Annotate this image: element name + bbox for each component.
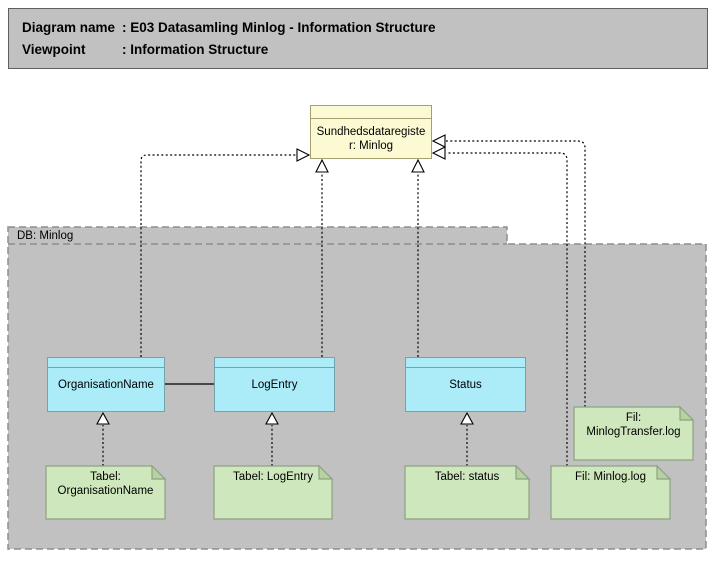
group-db-minlog-shape[interactable] [7,226,707,550]
arrowhead-into-business-bottom-right [411,158,425,173]
note-tabel-status-shape[interactable] [404,464,531,520]
note-fil-minlogtransfer-log-label: Fil: MinlogTransfer.log [586,412,681,438]
viewpoint-row: Viewpoint : Information Structure [22,39,707,61]
group-db-minlog-label: DB: Minlog [17,230,74,242]
business-object-title-strip [311,106,431,119]
viewpoint-value: : Information Structure [122,42,269,57]
arrowhead-into-logentry [265,411,279,425]
arrowhead-into-business-left [296,148,311,162]
arrowhead-into-business-right-lower [431,146,446,160]
diagram-name-row: Diagram name : E03 Datasamling Minlog - I… [22,17,707,39]
business-object-sundhedsdataregister-minlog[interactable]: Sundhedsdataregiste r: Minlog [310,105,432,159]
note-tabel-status-label: Tabel: status [434,471,500,483]
note-tabel-logentry-label: Tabel: LogEntry [233,471,313,483]
note-fil-minlog-log-shape[interactable] [550,464,672,520]
arrowhead-into-status [460,411,474,425]
connector-minlogtransfer-to-business-object [446,140,586,407]
entity-organisationname[interactable]: OrganisationName [47,357,165,412]
viewpoint-label: Viewpoint [22,42,86,57]
entity-organisationname-strip [48,358,164,368]
entity-status[interactable]: Status [405,357,526,412]
diagram-name-value: : E03 Datasamling Minlog - Information S… [122,20,436,35]
note-tabel-organisationname-shape[interactable] [45,464,167,520]
entity-status-strip [406,358,525,368]
diagram-header: Diagram name : E03 Datasamling Minlog - I… [8,8,708,69]
note-fil-minlog-log-label: Fil: Minlog.log [575,471,646,483]
note-tabel-logentry-shape[interactable] [213,464,334,520]
entity-logentry-strip [215,358,334,368]
arrowhead-into-business-bottom-left [315,158,329,173]
entity-status-label: Status [449,379,482,391]
entity-organisationname-label: OrganisationName [58,379,154,391]
arrowhead-into-business-right-upper [431,134,446,148]
arrowhead-into-organisationname [96,411,110,425]
note-fil-minlogtransfer-log-shape[interactable] [573,405,695,461]
entity-logentry[interactable]: LogEntry [214,357,335,412]
note-tabel-organisationname-label: Tabel: OrganisationName [57,471,154,497]
business-object-label: Sundhedsdataregiste r: Minlog [316,125,426,152]
entity-logentry-label: LogEntry [251,379,298,391]
connector-minloglog-to-business-object [446,152,568,466]
diagram-name-label: Diagram name [22,20,116,35]
